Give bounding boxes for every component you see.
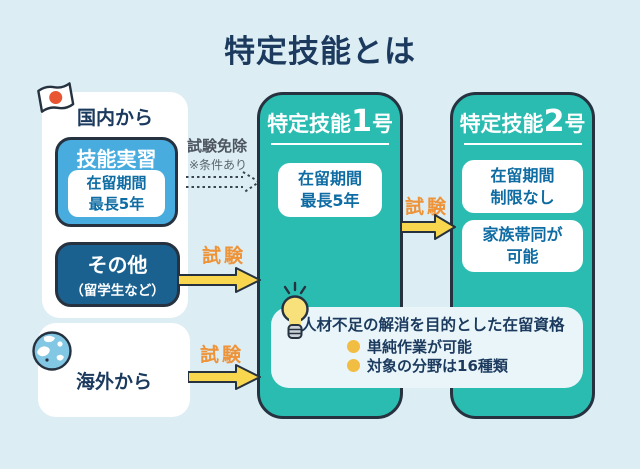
- column2-title-prefix: 特定技能: [459, 112, 544, 136]
- column2-box1-line1: 在留期間: [490, 165, 555, 185]
- sonota-box: その他 （留学生など）: [55, 242, 180, 307]
- exam-label-upgrade: 試験: [405, 196, 450, 218]
- insight-panel: 人材不足の解消を目的とした在留資格 単純作業が可能 対象の分野は16種類: [271, 307, 583, 388]
- lightbulb-icon: [281, 281, 309, 339]
- exemption-note: ※条件あり: [189, 158, 248, 172]
- overseas-panel-label: 海外から: [75, 371, 152, 393]
- insight-bullet-row: 対象の分野は16種類: [347, 355, 508, 376]
- exam-label-sonota: 試験: [202, 245, 247, 267]
- column1-detail-box: 在留期間 最長5年: [278, 163, 382, 217]
- insight-headline: 人材不足の解消を目的とした在留資格: [301, 316, 565, 334]
- column2-box2-line2: 可能: [506, 247, 539, 266]
- japan-flag-icon: [37, 82, 75, 113]
- domestic-panel-label: 国内から: [76, 107, 153, 129]
- column2-box1-line2: 制限なし: [490, 187, 555, 207]
- dotted-arrow-icon: [186, 171, 261, 194]
- insight-bullet-row: 単純作業が可能: [347, 336, 472, 357]
- column2-detail-box-1: 在留期間 制限なし: [462, 160, 583, 213]
- domestic-panel: 国内から 技能実習 在留期間 最長5年 その他 （留学生など）: [42, 92, 188, 318]
- column2-title: 特定技能2号: [453, 107, 592, 139]
- overseas-panel: 海外から: [38, 323, 190, 417]
- column1-title-underline: [271, 143, 389, 145]
- ginou-jisshu-title: 技能実習: [76, 147, 157, 171]
- insight-bullet-2: 対象の分野は16種類: [367, 357, 508, 375]
- sonota-title: その他: [87, 253, 148, 277]
- exam-label-overseas: 試験: [200, 344, 245, 366]
- column2-box2-line1: 家族帯同が: [482, 225, 563, 245]
- ginou-detail-line2: 最長5年: [88, 194, 145, 213]
- globe-icon: [32, 331, 72, 371]
- column1-detail-line1: 在留期間: [297, 169, 362, 189]
- column1-detail-line2: 最長5年: [300, 191, 360, 210]
- arrow-overseas-icon: [188, 364, 261, 390]
- column2-title-number: 2: [543, 104, 565, 139]
- arrow-sonota-icon: [178, 267, 261, 293]
- column2-title-suffix: 号: [564, 112, 586, 136]
- column2-title-underline: [463, 143, 582, 145]
- arrow-upgrade-icon: [401, 214, 456, 240]
- column1-title-prefix: 特定技能: [267, 112, 352, 136]
- bullet-dot-icon: [347, 359, 360, 372]
- ginou-jisshu-box: 技能実習 在留期間 最長5年: [55, 137, 178, 227]
- ginou-detail-line1: 在留期間: [86, 174, 147, 193]
- ginou-detail-box: 在留期間 最長5年: [68, 170, 165, 217]
- bullet-dot-icon: [347, 340, 360, 353]
- column1-title-suffix: 号: [371, 112, 393, 136]
- page-title: 特定技能とは: [224, 34, 416, 70]
- column1-title-number: 1: [351, 104, 372, 139]
- insight-bullet-1: 単純作業が可能: [367, 338, 473, 356]
- column1-title: 特定技能1号: [260, 107, 400, 139]
- column2-detail-box-2: 家族帯同が 可能: [462, 220, 583, 272]
- sonota-subtitle: （留学生など）: [70, 283, 165, 299]
- exemption-label: 試験免除: [187, 137, 248, 155]
